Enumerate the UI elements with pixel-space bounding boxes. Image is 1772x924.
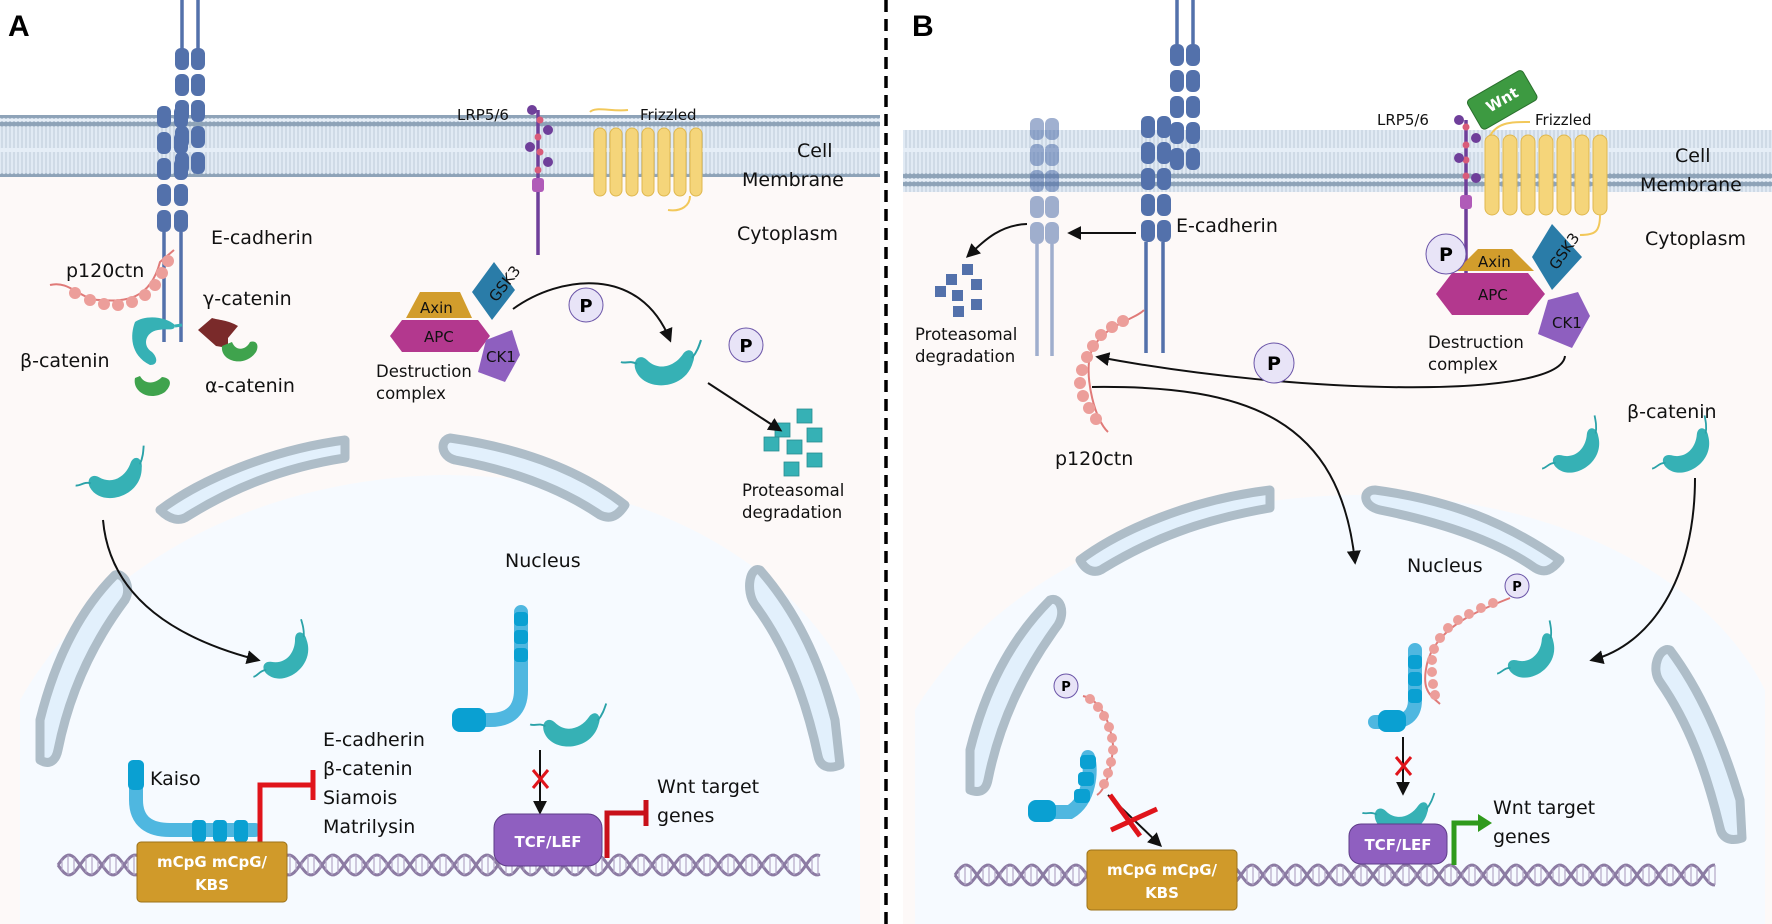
- svg-text:P: P: [1512, 580, 1522, 595]
- svg-text:P: P: [1267, 353, 1281, 375]
- mcpg-kbs-box-a: mCpG mCpG/ KBS: [136, 841, 288, 903]
- label-cytoplasm-b: Cytoplasm: [1645, 228, 1746, 250]
- p120ctn-a: [49, 249, 175, 311]
- phosphate-b-lrp: P: [1425, 233, 1467, 275]
- repressed-gene-list-a: E-cadherin β-catenin Siamois Matrilysin: [323, 729, 425, 838]
- inhibition-kaiso-a: [257, 770, 316, 842]
- label-ck1-b: CK1: [1552, 314, 1582, 332]
- repressed-gene: E-cadherin: [323, 729, 425, 751]
- phosphate-b-transfer: P: [1253, 342, 1295, 384]
- label-axin-b: Axin: [1478, 253, 1511, 271]
- label-nucleus-b: Nucleus: [1407, 555, 1483, 577]
- repressed-gene: Siamois: [323, 787, 397, 809]
- e-cadherin-b: [1141, 0, 1200, 353]
- label-membrane-b: Membrane: [1640, 174, 1742, 196]
- repressed-gene: β-catenin: [323, 758, 413, 780]
- label-cell-a: Cell: [797, 140, 833, 162]
- blocked-x-b: [1107, 756, 1413, 838]
- nuclear-envelope-a: [35, 433, 845, 772]
- svg-text:P: P: [579, 296, 592, 317]
- inhibition-wnt-targets-a: [604, 800, 649, 858]
- lrp5-6-a: [525, 105, 553, 255]
- label-destruction-b: Destruction: [1428, 333, 1524, 352]
- activation-wnt-targets-b: [1451, 814, 1492, 865]
- label-kaiso-a: Kaiso: [150, 768, 201, 790]
- frizzled-a: [589, 108, 703, 212]
- label-complex-b: complex: [1428, 355, 1498, 374]
- proteasome-fragments-b: [935, 264, 982, 317]
- svg-text:TCF/LEF: TCF/LEF: [514, 833, 581, 851]
- panel-letter-b: B: [912, 10, 934, 43]
- beta-catenin-complex-a: [132, 317, 258, 397]
- kaiso-p120-b-left: [1028, 694, 1118, 822]
- svg-text:P: P: [1439, 244, 1453, 266]
- panel-a: P P: [0, 0, 880, 924]
- kaiso-dna-a: [128, 760, 262, 842]
- nuclear-envelope-b: [965, 485, 1747, 845]
- svg-text:P: P: [1061, 680, 1071, 695]
- e-cadherin-internalized-b: [1030, 118, 1059, 356]
- label-e-cadherin-a: E-cadherin: [211, 227, 313, 249]
- label-genes-b: genes: [1493, 826, 1550, 848]
- label-beta-catenin-a: β-catenin: [20, 350, 110, 372]
- label-destruction-a: Destruction: [376, 362, 472, 381]
- label-alpha-catenin-a: α-catenin: [205, 375, 295, 397]
- label-frizzled-b: Frizzled: [1535, 111, 1592, 129]
- label-degradation-b: degradation: [915, 347, 1015, 366]
- blocked-x-a: [531, 769, 550, 789]
- label-beta-catenin-b: β-catenin: [1627, 401, 1717, 423]
- svg-text:KBS: KBS: [195, 876, 229, 894]
- panel-b: Wnt: [903, 0, 1772, 924]
- mcpg-kbs-box-b: mCpG mCpG/ KBS: [1086, 849, 1238, 911]
- label-lrp-a: LRP5/6: [457, 106, 509, 124]
- svg-text:mCpG mCpG/: mCpG mCpG/: [1107, 861, 1218, 879]
- label-membrane-a: Membrane: [742, 169, 844, 191]
- proteasome-fragments-a: [763, 408, 823, 477]
- frizzled-b: [1484, 121, 1608, 236]
- wnt-ligand-b: Wnt: [1466, 70, 1538, 130]
- svg-text:mCpG mCpG/: mCpG mCpG/: [157, 853, 268, 871]
- phosphate-b-right-nuc: P: [1504, 573, 1530, 599]
- destruction-complex-b: [1436, 224, 1590, 348]
- kaiso-p120-b-right: [1368, 597, 1511, 732]
- label-e-cadherin-b: E-cadherin: [1176, 215, 1278, 237]
- svg-text:KBS: KBS: [1145, 884, 1179, 902]
- label-genes-a: genes: [657, 805, 714, 827]
- tcf-lef-box-b: TCF/LEF: [1348, 823, 1448, 865]
- p120ctn-b: [1074, 309, 1145, 433]
- label-p120ctn-a: p120ctn: [66, 260, 144, 282]
- label-cell-b: Cell: [1675, 145, 1711, 167]
- label-wnt-target-a: Wnt target: [657, 776, 759, 798]
- label-axin-a: Axin: [420, 299, 453, 317]
- label-gamma-catenin-a: γ-catenin: [203, 288, 292, 310]
- label-apc-a: APC: [424, 328, 454, 346]
- label-wnt-target-b: Wnt target: [1493, 797, 1595, 819]
- label-lrp-b: LRP5/6: [1377, 111, 1429, 129]
- repressed-gene: Matrilysin: [323, 816, 415, 838]
- phosphate-b-left-nuc: P: [1053, 673, 1079, 699]
- phosphate-a2: P: [728, 327, 764, 363]
- arrows-a: [102, 282, 783, 815]
- label-apc-b: APC: [1478, 286, 1508, 304]
- svg-text:TCF/LEF: TCF/LEF: [1364, 836, 1431, 854]
- label-complex-a: complex: [376, 384, 446, 403]
- svg-text:P: P: [739, 336, 752, 357]
- label-frizzled-a: Frizzled: [640, 106, 697, 124]
- label-nucleus-a: Nucleus: [505, 550, 581, 572]
- label-proteasomal-b: Proteasomal: [915, 325, 1017, 344]
- tcf-lef-box-a: TCF/LEF: [493, 813, 603, 867]
- label-p120ctn-b: p120ctn: [1055, 448, 1133, 470]
- label-degradation-a: degradation: [742, 503, 842, 522]
- nucleus-a: [20, 475, 860, 924]
- panel-letter-a: A: [8, 10, 30, 43]
- label-proteasomal-a: Proteasomal: [742, 481, 844, 500]
- label-ck1-a: CK1: [486, 348, 516, 366]
- destruction-complex-a: [390, 262, 520, 382]
- kaiso-beta-catenin-a: [452, 605, 608, 748]
- label-cytoplasm-a: Cytoplasm: [737, 223, 838, 245]
- phosphate-a1: P: [568, 287, 604, 323]
- cell-membrane-a: [0, 115, 880, 177]
